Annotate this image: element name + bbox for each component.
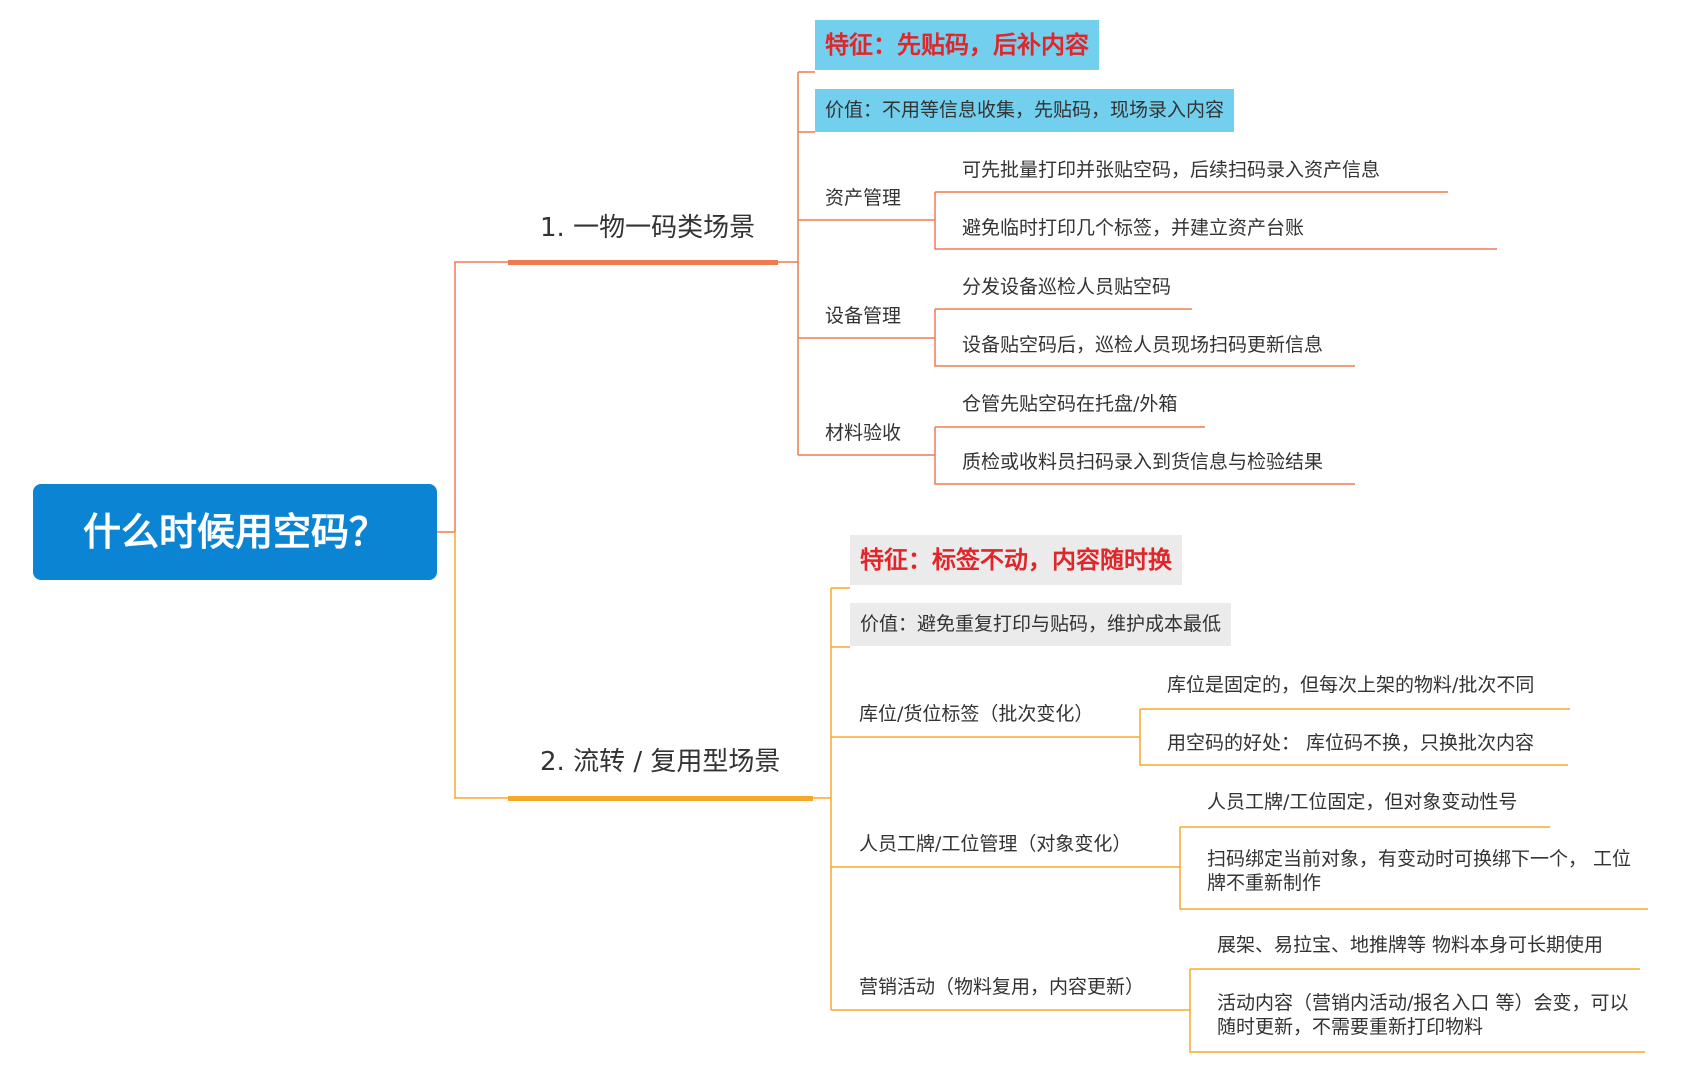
branch1-underline	[508, 260, 778, 265]
category-equipment-management[interactable]: 设备管理	[825, 305, 902, 327]
leaf-item[interactable]: 避免临时打印几个标签，并建立资产台账	[962, 217, 1305, 239]
branch2-title[interactable]: 2. 流转 / 复用型场景	[540, 747, 781, 777]
leaf-item[interactable]: 库位是固定的，但每次上架的物料/批次不同	[1167, 674, 1535, 696]
category-badge-station[interactable]: 人员工牌/工位管理（对象变化）	[859, 833, 1132, 855]
category-asset-management[interactable]: 资产管理	[825, 187, 902, 209]
leaf-item[interactable]: 分发设备巡检人员贴空码	[962, 276, 1172, 298]
branch2-feature[interactable]: 特征：标签不动，内容随时换	[850, 535, 1182, 585]
category-material-inspection[interactable]: 材料验收	[825, 422, 902, 444]
leaf-item[interactable]: 人员工牌/工位固定，但对象变动性号	[1207, 791, 1518, 813]
branch1-feature[interactable]: 特征：先贴码，后补内容	[815, 20, 1099, 70]
leaf-item[interactable]: 质检或收料员扫码录入到货信息与检验结果	[962, 451, 1324, 473]
root-node[interactable]: 什么时候用空码？	[33, 484, 437, 580]
leaf-item[interactable]: 可先批量打印并张贴空码，后续扫码录入资产信息	[962, 159, 1381, 181]
branch2-underline	[508, 796, 813, 801]
category-location-label[interactable]: 库位/货位标签（批次变化）	[859, 703, 1094, 725]
branch1-title[interactable]: 1. 一物一码类场景	[540, 213, 756, 243]
leaf-item[interactable]: 扫码绑定当前对象，有变动时可换绑下一个， 工位牌不重新制作	[1207, 848, 1632, 894]
leaf-item[interactable]: 设备贴空码后，巡检人员现场扫码更新信息	[962, 334, 1324, 356]
leaf-item[interactable]: 用空码的好处： 库位码不换，只换批次内容	[1167, 732, 1535, 754]
category-marketing[interactable]: 营销活动（物料复用，内容更新）	[859, 976, 1145, 998]
branch2-value[interactable]: 价值：避免重复打印与贴码，维护成本最低	[850, 603, 1232, 646]
leaf-item[interactable]: 活动内容（营销内活动/报名入口 等）会变，可以随时更新，不需要重新打印物料	[1217, 992, 1629, 1038]
branch1-value[interactable]: 价值：不用等信息收集，先贴码，现场录入内容	[815, 89, 1235, 132]
leaf-item[interactable]: 展架、易拉宝、地推牌等 物料本身可长期使用	[1217, 934, 1604, 956]
leaf-item[interactable]: 仓管先贴空码在托盘/外箱	[962, 393, 1178, 415]
